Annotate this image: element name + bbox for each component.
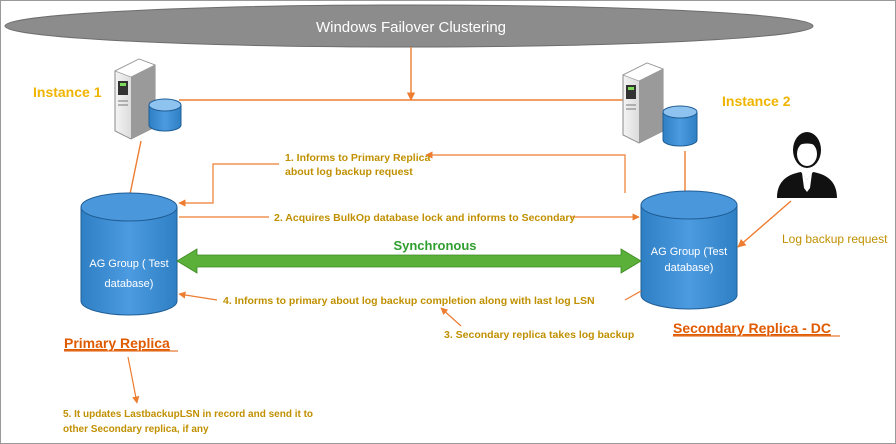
step4-connector-left xyxy=(178,291,218,301)
cluster-title: Windows Failover Clustering xyxy=(316,19,506,36)
primary-db-label-line2: database) xyxy=(105,278,154,290)
step4-text: 4. Informs to primary about log backup c… xyxy=(223,295,595,307)
step3-connector xyxy=(440,307,462,327)
primary-database-cylinder xyxy=(80,192,178,316)
synchronous-label: Synchronous xyxy=(393,238,476,253)
user-icon xyxy=(777,132,837,198)
secondary-db-label-line2: database) xyxy=(665,262,714,274)
step1-connector-right xyxy=(425,151,626,193)
primary-db-label-line1: AG Group ( Test xyxy=(89,258,168,270)
step4-connector-right xyxy=(624,290,642,301)
step5-text-line1: 5. It updates LastbackupLSN in record an… xyxy=(63,409,313,420)
server1-to-primary-line xyxy=(128,140,142,200)
cluster-ellipse xyxy=(4,4,814,48)
step3-text: 3. Secondary replica takes log backup xyxy=(444,329,634,341)
user-request-arrow xyxy=(737,200,792,248)
secondary-replica-label: Secondary Replica - DC xyxy=(673,320,831,336)
primary-replica-label: Primary Replica xyxy=(64,335,170,351)
synchronous-arrow xyxy=(176,248,642,274)
database-icon xyxy=(148,98,182,132)
step1-connector-left xyxy=(178,163,279,207)
step1-text-line1: 1. Informs to Primary Replica xyxy=(285,152,430,164)
instance-2-label: Instance 2 xyxy=(722,93,791,109)
step5-text-line2: other Secondary replica, if any xyxy=(63,424,209,435)
step5-connector xyxy=(127,356,140,404)
server-icon xyxy=(622,62,664,144)
database-icon xyxy=(662,105,698,147)
secondary-database-cylinder xyxy=(640,190,738,310)
step1-text-line2: about log backup request xyxy=(285,166,413,178)
step2-text: 2. Acquires BulkOp database lock and inf… xyxy=(274,212,575,224)
instance-1-label: Instance 1 xyxy=(33,84,102,100)
user-request-label: Log backup request xyxy=(782,232,888,246)
secondary-db-label-line1: AG Group (Test xyxy=(651,246,727,258)
server-icon xyxy=(114,58,156,140)
